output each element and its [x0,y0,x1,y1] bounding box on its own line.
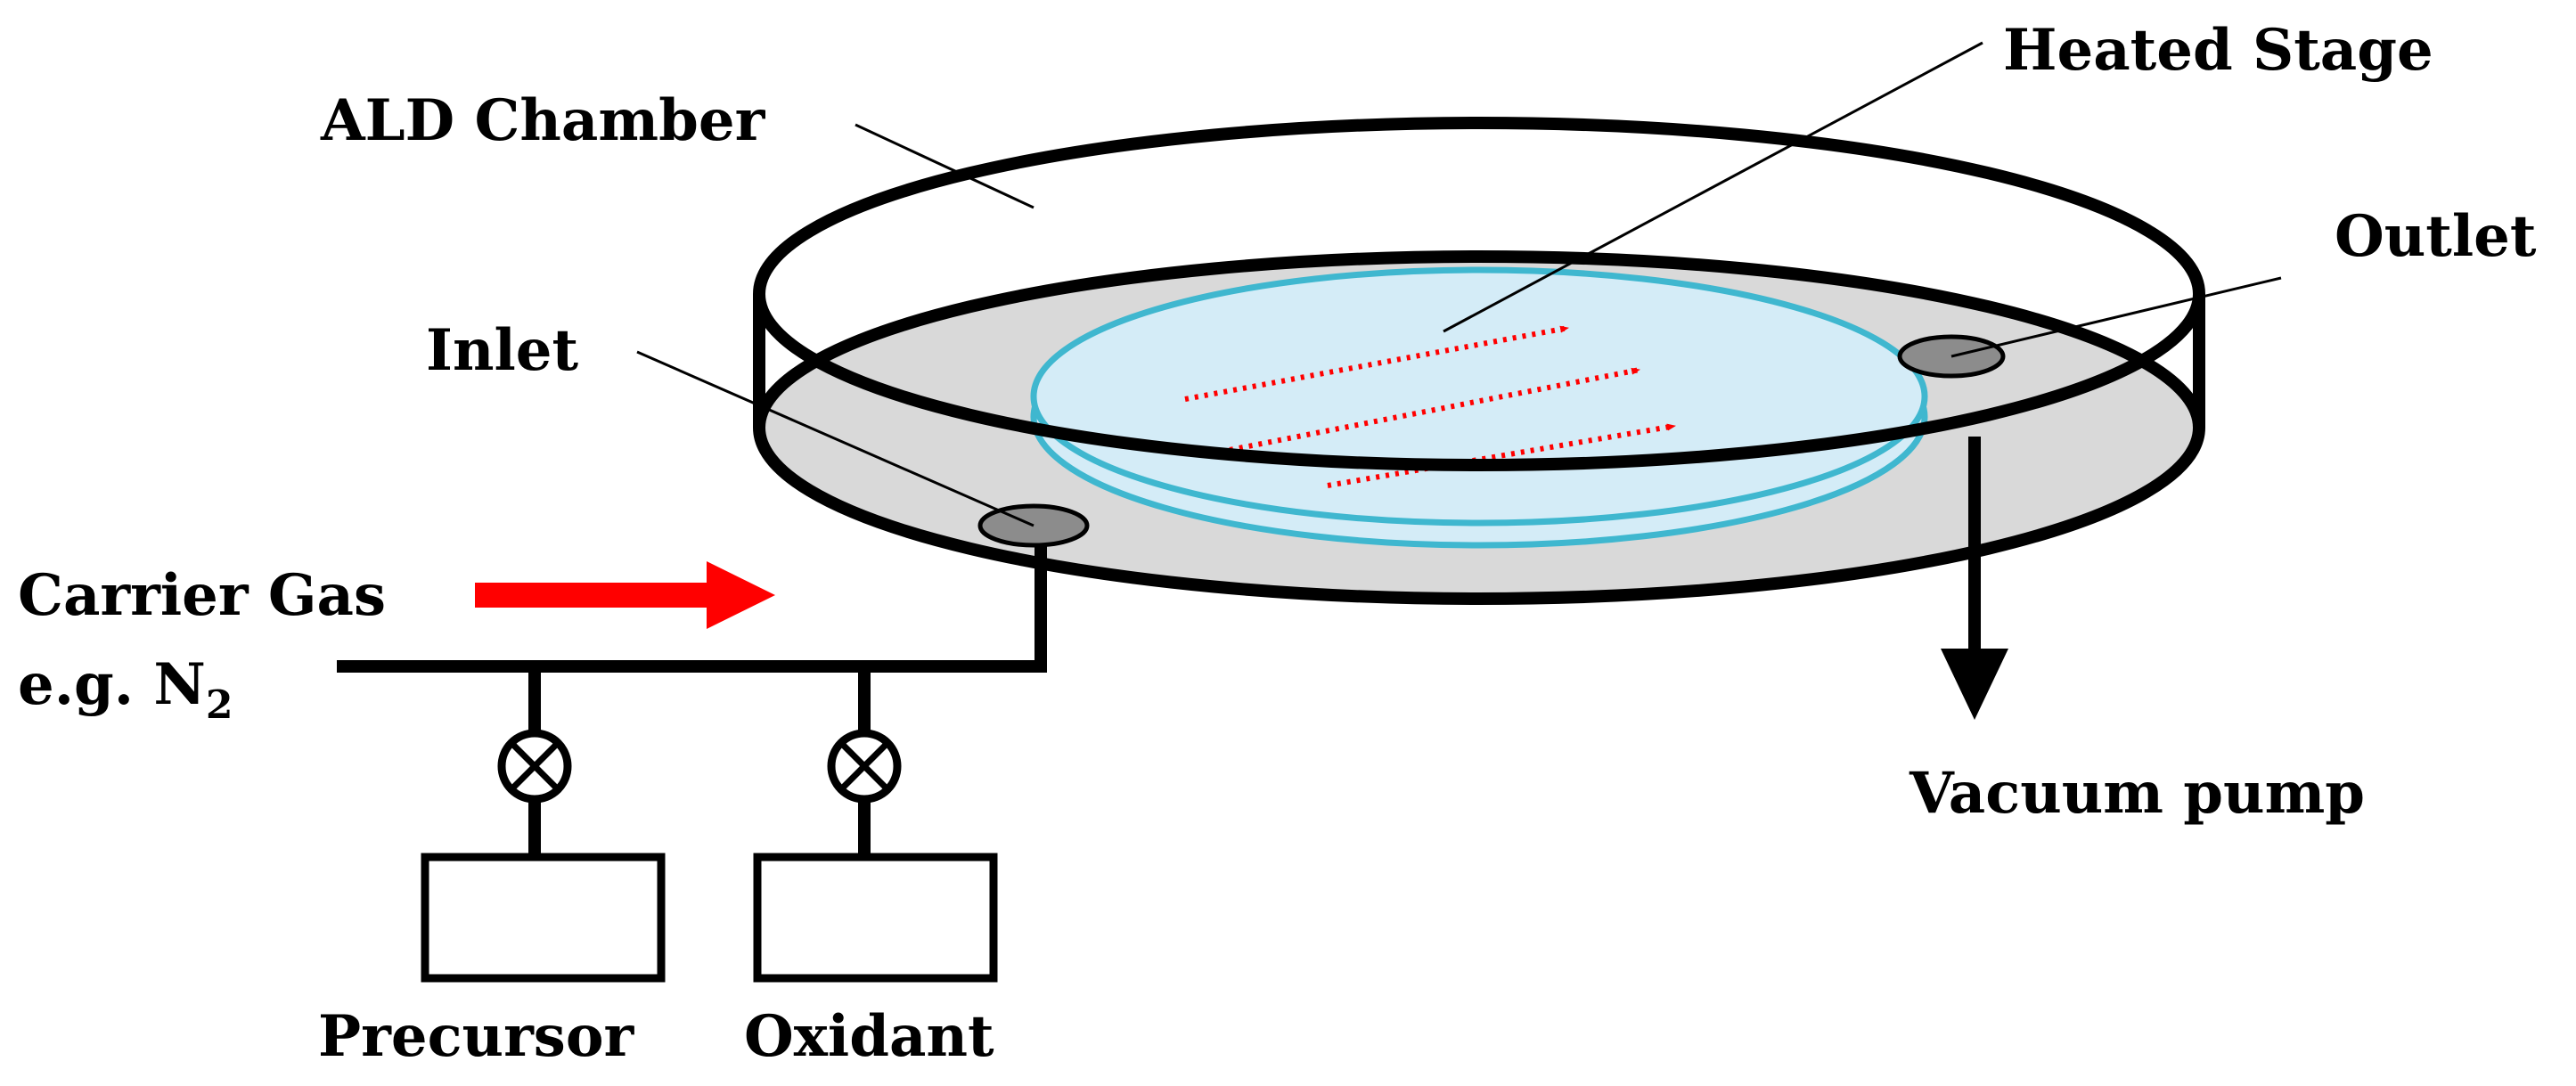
label-vacuum-pump: Vacuum pump [1909,760,2365,827]
heated-stage-upper [1030,266,1928,527]
main-gas-pipe [337,545,1047,673]
leader-heated-stage [1443,41,1983,333]
label-ald-chamber: ALD Chamber [320,87,766,154]
leader-inlet [636,350,1034,527]
leader-lines [636,41,2282,527]
gas-flow-arrows [1184,325,1676,488]
label-carrier-gas: Carrier Gas [18,562,386,629]
precursor-box [421,853,666,983]
label-precursor: Precursor [318,1003,635,1070]
flow-arrow-2 [1229,367,1640,453]
gas-line [337,545,1047,857]
label-carrier-example: e.g. N2 [18,651,233,728]
flow-arrow-1 [1184,325,1569,402]
label-heated-stage: Heated Stage [2003,17,2433,84]
vacuum-pump-arrow [1941,437,2008,720]
label-inlet: Inlet [426,317,579,384]
precursor-valve [497,729,572,804]
chamber-lid [753,117,2205,471]
carrier-example-prefix: e.g. N [18,651,206,718]
leader-outlet [1950,276,2282,358]
carrier-gas-arrow [475,561,775,629]
oxidant-box [753,853,998,983]
carrier-example-subscript: 2 [206,682,233,728]
leader-ald-chamber [855,123,1034,209]
oxidant-valve [827,729,902,804]
label-outlet: Outlet [2335,203,2537,270]
label-oxidant: Oxidant [744,1003,994,1070]
